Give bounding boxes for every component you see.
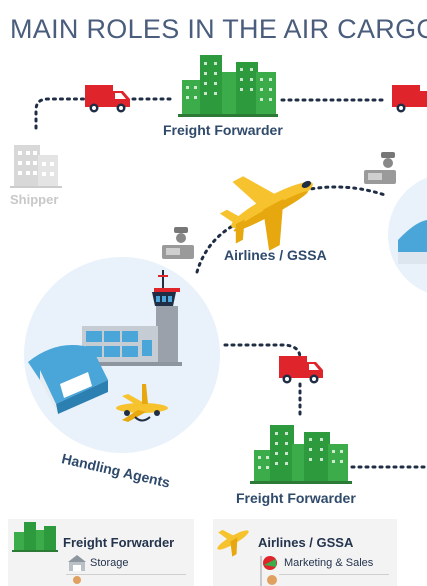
path-circle-truck bbox=[223, 343, 302, 360]
path-plane-right bbox=[303, 185, 387, 197]
officer-icon-left bbox=[162, 227, 194, 259]
card-title-airlines: Airlines / GSSA bbox=[258, 535, 354, 550]
shipper-label: Shipper bbox=[10, 192, 59, 207]
freight-forwarder-buildings-icon-bottom bbox=[250, 425, 352, 484]
small-airplane-icon bbox=[116, 384, 168, 422]
card-rule-2 bbox=[279, 574, 389, 575]
hangar-icon bbox=[28, 345, 108, 414]
card-airplane-icon bbox=[217, 529, 249, 557]
card-item-storage: Storage bbox=[90, 557, 129, 569]
airlines-label: Airlines / GSSA bbox=[224, 247, 327, 263]
truck-icon-right bbox=[392, 85, 427, 113]
card-item-marketing: Marketing & Sales bbox=[284, 557, 374, 569]
path-hand-plane bbox=[195, 220, 242, 274]
card-storage-icon bbox=[68, 555, 86, 584]
officer-icon-right bbox=[364, 152, 396, 184]
airplane-icon bbox=[219, 176, 313, 251]
page-title: MAIN ROLES IN THE AIR CARGO bbox=[10, 14, 427, 44]
shipper-building-icon bbox=[10, 145, 62, 188]
card-title-freight-forwarder: Freight Forwarder bbox=[63, 535, 175, 550]
card-rule bbox=[66, 574, 186, 575]
truck-icon-top bbox=[85, 85, 130, 113]
truck-icon-middle bbox=[279, 356, 323, 384]
freight-forwarder-buildings-icon-top bbox=[178, 55, 278, 117]
card-buildings-icon bbox=[12, 522, 58, 552]
hangar-icon-right bbox=[398, 220, 427, 264]
freight-forwarder-label-bottom: Freight Forwarder bbox=[236, 490, 356, 506]
freight-forwarder-label-top: Freight Forwarder bbox=[163, 122, 283, 138]
card-marketing-icon bbox=[263, 556, 277, 585]
card-divider bbox=[260, 556, 262, 586]
path-shipper-truck bbox=[34, 97, 86, 130]
control-tower-icon bbox=[152, 270, 180, 364]
